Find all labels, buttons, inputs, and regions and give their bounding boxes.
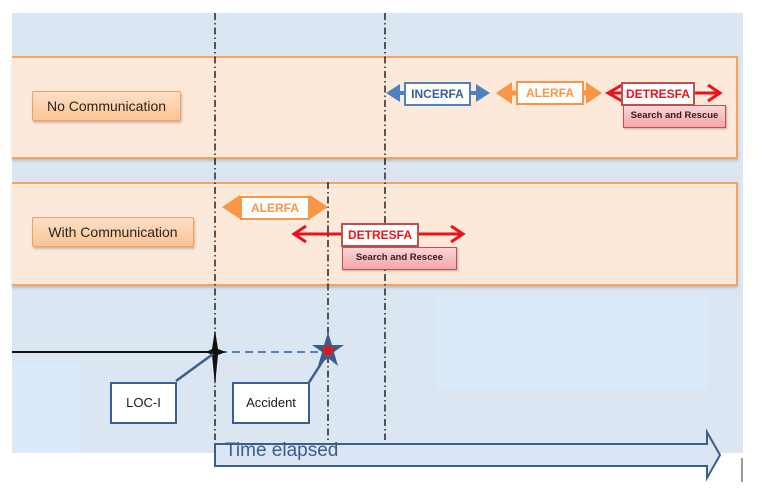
time-elapsed-label: Time elapsed (225, 440, 339, 461)
accident-star-icon (312, 332, 344, 366)
loc-i-callout-leader (175, 352, 214, 383)
no-communication-label: No Communication (32, 91, 181, 121)
detresfa-box: DETRESFA (621, 82, 695, 106)
no-communication-band (12, 56, 738, 159)
alerfa-box: ALERFA (516, 81, 584, 105)
alerfa-box: ALERFA (240, 196, 310, 220)
loc-i-callout: LOC-I (110, 382, 177, 424)
detresfa-box: DETRESFA (341, 223, 419, 247)
background-panel (12, 365, 80, 453)
accident-callout-leader (306, 355, 328, 385)
time-elapsed-arrow (214, 428, 722, 482)
accident-callout: Accident (232, 382, 310, 424)
incerfa-box: INCERFA (404, 82, 471, 106)
loc-i-star-icon (206, 330, 226, 385)
with-communication-label: With Communication (32, 217, 194, 247)
background-panel (437, 295, 707, 390)
search-and-rescue-box: Search and Rescue (623, 105, 726, 128)
search-and-rescue-box: Search and Rescee (342, 247, 457, 270)
